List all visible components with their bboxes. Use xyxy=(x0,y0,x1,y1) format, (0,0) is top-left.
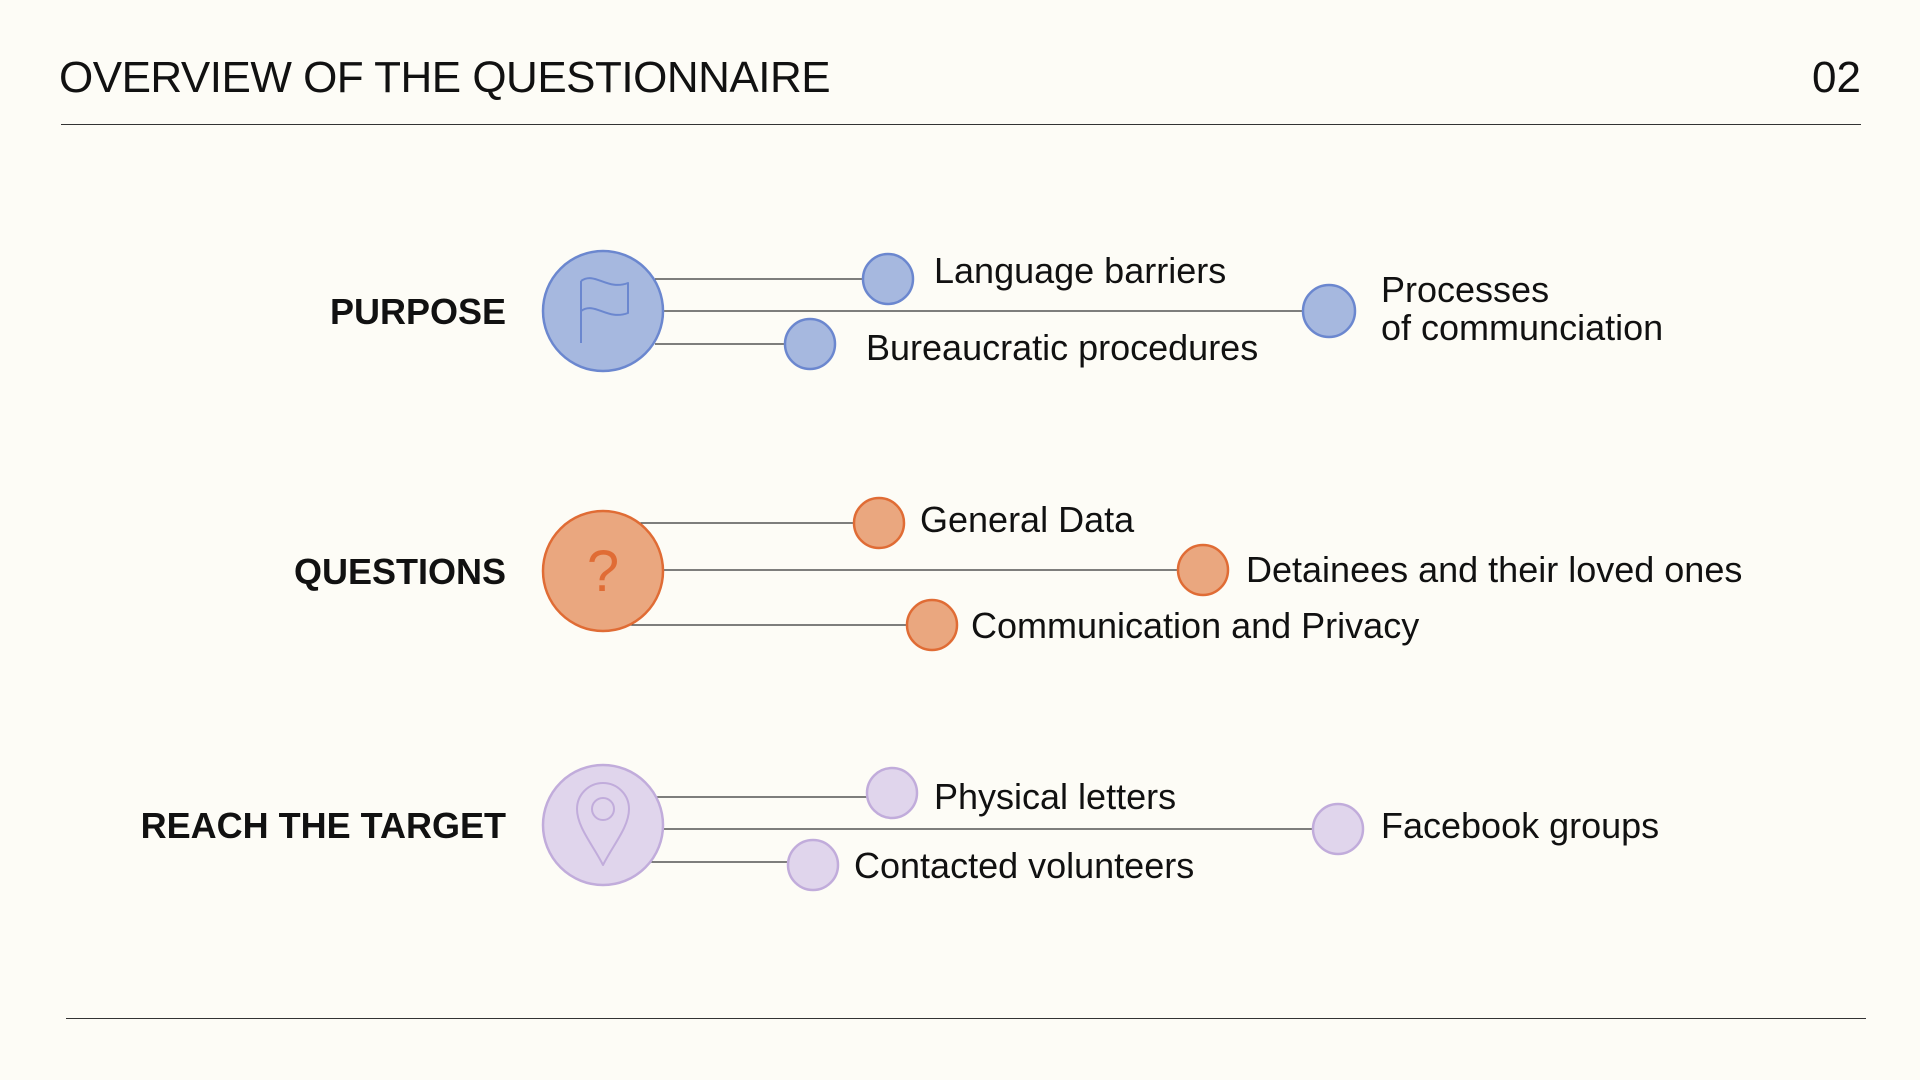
item-label: Bureaucratic procedures xyxy=(866,327,1258,368)
row-reach-the-target: REACH THE TARGET Physical lettersFacebook… xyxy=(141,763,1659,892)
item-node xyxy=(1176,543,1230,597)
hub-circle xyxy=(541,509,665,633)
item-label: General Data xyxy=(920,499,1135,540)
question-mark-icon: ? xyxy=(587,539,619,604)
item-label-line: Detainees and their loved ones xyxy=(1246,549,1742,590)
item-label: Language barriers xyxy=(934,250,1226,291)
header-divider xyxy=(61,124,1861,125)
row-label: REACH THE TARGET xyxy=(141,805,506,846)
item-node xyxy=(1301,283,1357,339)
item-label-line: Language barriers xyxy=(934,250,1226,291)
location-pin-icon xyxy=(576,782,630,866)
row-label: QUESTIONS xyxy=(294,551,506,592)
item-label-line: of communciation xyxy=(1381,307,1663,348)
item-node xyxy=(786,838,840,892)
item-node xyxy=(865,766,919,820)
page-number: 02 xyxy=(1812,53,1861,102)
item-node xyxy=(861,252,915,306)
item-label-line: Facebook groups xyxy=(1381,805,1659,846)
hub-circle xyxy=(541,763,665,887)
item-node xyxy=(1311,802,1365,856)
flag-icon xyxy=(580,277,629,343)
row-label: PURPOSE xyxy=(330,291,506,332)
item-label: Physical letters xyxy=(934,776,1176,817)
item-label: Detainees and their loved ones xyxy=(1246,549,1742,590)
item-label: Contacted volunteers xyxy=(854,845,1194,886)
item-label-line: Bureaucratic procedures xyxy=(866,327,1258,368)
item-node xyxy=(783,317,837,371)
svg-text:?: ? xyxy=(587,539,619,604)
item-label: Communication and Privacy xyxy=(971,605,1419,646)
item-label-line: General Data xyxy=(920,499,1135,540)
item-label-line: Processes xyxy=(1381,269,1549,310)
item-label-line: Physical letters xyxy=(934,776,1176,817)
item-label-line: Contacted volunteers xyxy=(854,845,1194,886)
item-label: Facebook groups xyxy=(1381,805,1659,846)
item-label-line: Communication and Privacy xyxy=(971,605,1419,646)
page-title: OVERVIEW OF THE QUESTIONNAIRE xyxy=(59,53,831,102)
item-node xyxy=(905,598,959,652)
footer-divider xyxy=(66,1018,1866,1019)
item-node xyxy=(852,496,906,550)
